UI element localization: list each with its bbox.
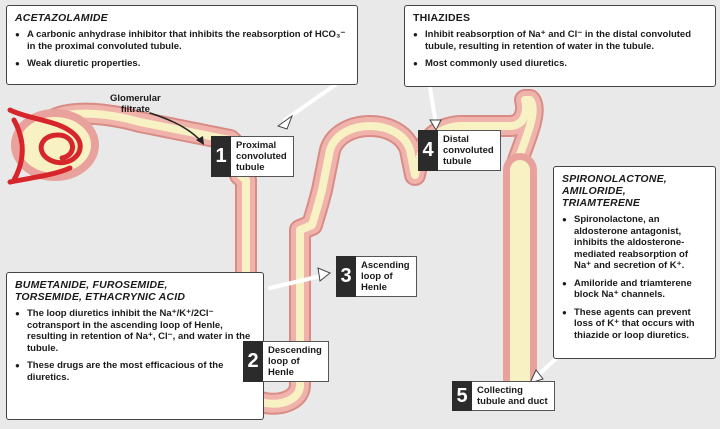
step-collecting-duct: 5 Collecting tubule and duct [452,381,555,411]
thiazides-bullet: Most commonly used diuretics. [413,58,707,70]
step-label: Proximal convoluted tubule [231,136,294,177]
arrowhead-thiazides [429,119,442,132]
arrow-glomerular [149,112,201,141]
step-number: 1 [211,136,231,177]
callout-thiazides: THIAZIDES Inhibit reabsorption of Na⁺ an… [404,5,716,87]
step-label: Distal convoluted tubule [438,130,501,171]
step-distal-tubule: 4 Distal convoluted tubule [418,130,501,171]
step-number: 2 [243,341,263,382]
arrow-acetazolamide [283,83,337,122]
step-label: Ascending loop of Henle [356,256,417,297]
step-label: Collecting tubule and duct [472,381,555,411]
loop-bullet: The loop diuretics inhibit the Na⁺/K⁺/2C… [15,308,255,354]
step-descending-loop: 2 Descending loop of Henle [243,341,329,382]
step-number: 3 [336,256,356,297]
loop-title: BUMETANIDE, FUROSEMIDE, TORSEMIDE, ETHAC… [15,279,186,303]
step-proximal-tubule: 1 Proximal convoluted tubule [211,136,294,177]
spironolactone-bullet: Spironolactone, an aldosterone antagonis… [562,214,707,272]
arrow-loop [268,273,327,290]
arrow-thiazides [428,86,437,120]
callout-spironolactone: SPIRONOLACTONE, AMILORIDE, TRIAMTERENE S… [553,166,716,359]
callout-acetazolamide: ACETAZOLAMIDE A carbonic anhydrase inhib… [6,5,358,85]
acetazolamide-title: ACETAZOLAMIDE [15,12,108,24]
acetazolamide-bullet: Weak diuretic properties. [15,58,349,70]
tubule-lumen [36,96,537,408]
arrowhead-acetazolamide [276,114,294,130]
step-number: 4 [418,130,438,171]
glomerular-filtrate-label: Glomerular filtrate [110,93,161,115]
callout-loop-diuretics: BUMETANIDE, FUROSEMIDE, TORSEMIDE, ETHAC… [6,272,264,420]
loop-bullet: These drugs are the most efficacious of … [15,360,255,383]
acetazolamide-bullet: A carbonic anhydrase inhibitor that inhi… [15,29,349,52]
spironolactone-bullet: These agents can prevent loss of K⁺ that… [562,307,707,342]
thiazides-bullet: Inhibit reabsorption of Na⁺ and Cl⁻ in t… [413,29,707,52]
arrowhead-loop [317,267,331,282]
arrowhead-glomerular [196,136,204,145]
glomerulus-vessels [7,107,83,185]
spironolactone-bullet: Amiloride and triamterene block Na⁺ chan… [562,278,707,301]
thiazides-title: THIAZIDES [413,12,471,24]
spironolactone-title: SPIRONOLACTONE, AMILORIDE, TRIAMTERENE [562,173,667,209]
step-number: 5 [452,381,472,411]
step-label: Descending loop of Henle [263,341,329,382]
bowman-capsule [11,109,99,181]
step-ascending-loop: 3 Ascending loop of Henle [336,256,417,297]
